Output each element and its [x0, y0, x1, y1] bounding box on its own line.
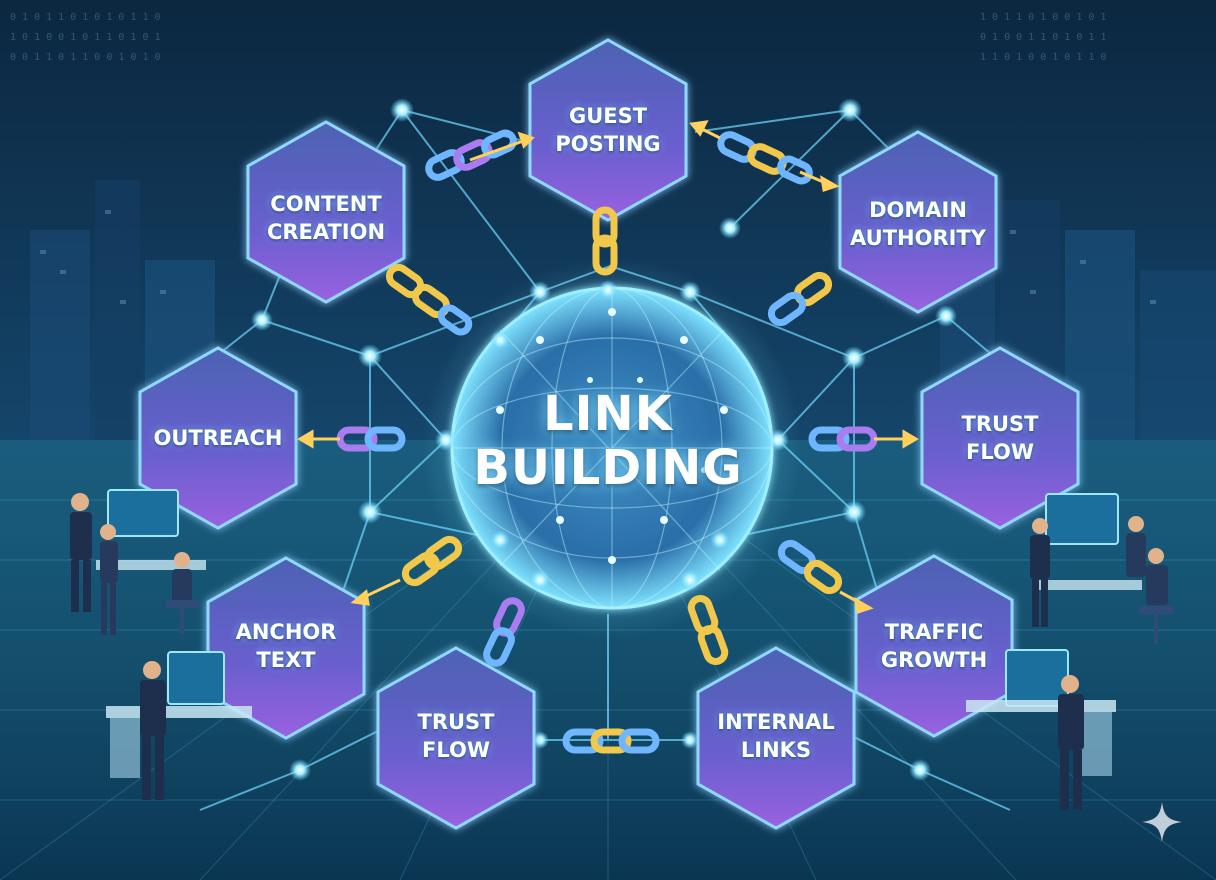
hexagon-trust-flow-bottom: [376, 646, 536, 830]
chain-link-icon: [481, 129, 517, 159]
node-label-line2: AUTHORITY: [850, 226, 986, 250]
node-label-line1: CONTENT: [270, 192, 382, 216]
monitor-icon: [167, 651, 225, 705]
hub-title-line2: BUILDING: [473, 440, 743, 496]
svg-text:0 0 1 1 0 1 1 0 0 1 0 1 0: 0 0 1 1 0 1 1 0 0 1 0 1 0: [10, 52, 161, 63]
node-label-line2: LINKS: [740, 738, 812, 762]
chain-link-icon: [425, 149, 465, 181]
chair-icon: [166, 600, 200, 634]
chain-link-icon: [592, 234, 618, 276]
person-icon: [1058, 675, 1084, 810]
node-label-line1: TRUST: [961, 412, 1039, 436]
chain-link-icon: [803, 559, 843, 595]
arrow-icon: [799, 170, 840, 192]
arrow-icon: [874, 429, 919, 449]
node-label-line1: TRUST: [417, 710, 495, 734]
node-label-line1: TRAFFIC: [884, 620, 984, 644]
hexagon-content-creation: [246, 120, 406, 304]
node-label-line1: DOMAIN: [869, 198, 967, 222]
sparkle-icon: [1142, 802, 1182, 842]
hub-mesh-dots: [496, 308, 728, 564]
hexagon-domain-authority: [838, 130, 998, 314]
office-people-left: [70, 489, 252, 800]
monitor-icon: [107, 489, 179, 537]
node-guest-posting: GUEST POSTING: [523, 102, 693, 158]
chain-link-icon: [562, 728, 604, 754]
arrow-icon: [469, 131, 535, 162]
svg-text:0 1 0 1 1 0 1 0 1 0 1 1 0: 0 1 0 1 1 0 1 0 1 0 1 1 0: [10, 12, 161, 23]
desk-icon: [1032, 580, 1142, 590]
person-icon: [140, 661, 166, 800]
chain-link-icon: [401, 551, 441, 587]
node-trust-flow-right: TRUST FLOW: [915, 410, 1085, 466]
office-people-right: [966, 493, 1174, 810]
chain-link-icon: [453, 139, 493, 171]
hexagon-internal-links: [696, 646, 856, 830]
node-domain-authority: DOMAIN AUTHORITY: [833, 196, 1003, 252]
svg-text:1 0 1 1 0 1 0 0 1 0 1: 1 0 1 1 0 1 0 0 1 0 1: [980, 12, 1106, 23]
chain-link-icon: [437, 304, 473, 336]
person-icon: [172, 552, 192, 605]
node-internal-links: INTERNAL LINKS: [691, 708, 861, 764]
chain-link-icon: [618, 728, 660, 754]
svg-text:0 1 0 0 1 1 0 1 0 1 1: 0 1 0 0 1 1 0 1 0 1 1: [980, 32, 1106, 43]
node-label-line2: CREATION: [266, 220, 386, 244]
arrow-icon: [297, 429, 340, 449]
hexagon-nodes: [138, 38, 1080, 830]
person-icon: [1146, 548, 1168, 605]
monitor-icon: [1045, 493, 1119, 545]
node-label-line1: GUEST: [568, 104, 648, 128]
node-traffic-growth: TRAFFIC GROWTH: [849, 618, 1019, 674]
node-label-line2: POSTING: [555, 132, 661, 156]
hexagon-guest-posting: [528, 38, 688, 222]
node-anchor-text: ANCHOR TEXT: [201, 618, 371, 674]
chain-link-icon: [483, 627, 515, 667]
hexagon-trust-flow-right: [920, 346, 1080, 530]
node-outreach: OUTREACH: [133, 424, 303, 452]
node-content-creation: CONTENT CREATION: [241, 190, 411, 246]
person-icon: [100, 524, 118, 635]
chain-link-icon: [364, 426, 406, 452]
arrows: [297, 120, 919, 614]
node-label-line2: FLOW: [966, 440, 1034, 464]
chain-link-icon: [423, 535, 463, 571]
node-label-line2: GROWTH: [880, 648, 988, 672]
person-icon: [1030, 518, 1050, 627]
chain-link-icon: [590, 728, 632, 754]
person-icon: [1126, 516, 1146, 577]
node-label-line2: TEXT: [256, 648, 316, 672]
desk-icon: [96, 560, 206, 570]
hexagon-outreach: [138, 346, 298, 530]
node-label-line1: ANCHOR: [235, 620, 337, 644]
chain-link-icon: [808, 426, 850, 452]
person-icon: [70, 493, 92, 612]
svg-text:1 0 1 0 0 1 0 1 1 0 1 0 1: 1 0 1 0 0 1 0 1 1 0 1 0 1: [10, 32, 161, 43]
chain-link-icon: [697, 624, 729, 666]
arrow-icon: [839, 590, 874, 614]
svg-text:1 1 0 1 0 0 1 0 1 1 0: 1 1 0 1 0 0 1 0 1 1 0: [980, 52, 1106, 63]
chain-link-icon: [592, 206, 618, 248]
arrow-icon: [689, 120, 721, 140]
hub-title-line1: LINK: [543, 386, 673, 442]
binary-pattern: 0 1 0 1 1 0 1 0 1 0 1 1 0 1 0 1 0 0 1 0 …: [10, 12, 1106, 63]
chair-icon: [1138, 606, 1174, 644]
chain-link-icon: [767, 291, 807, 327]
arrow-icon: [350, 578, 401, 606]
node-label-line2: FLOW: [422, 738, 490, 762]
node-label-line1: OUTREACH: [153, 426, 283, 450]
node-trust-flow-bottom: TRUST FLOW: [371, 708, 541, 764]
node-label-line1: INTERNAL: [717, 710, 835, 734]
